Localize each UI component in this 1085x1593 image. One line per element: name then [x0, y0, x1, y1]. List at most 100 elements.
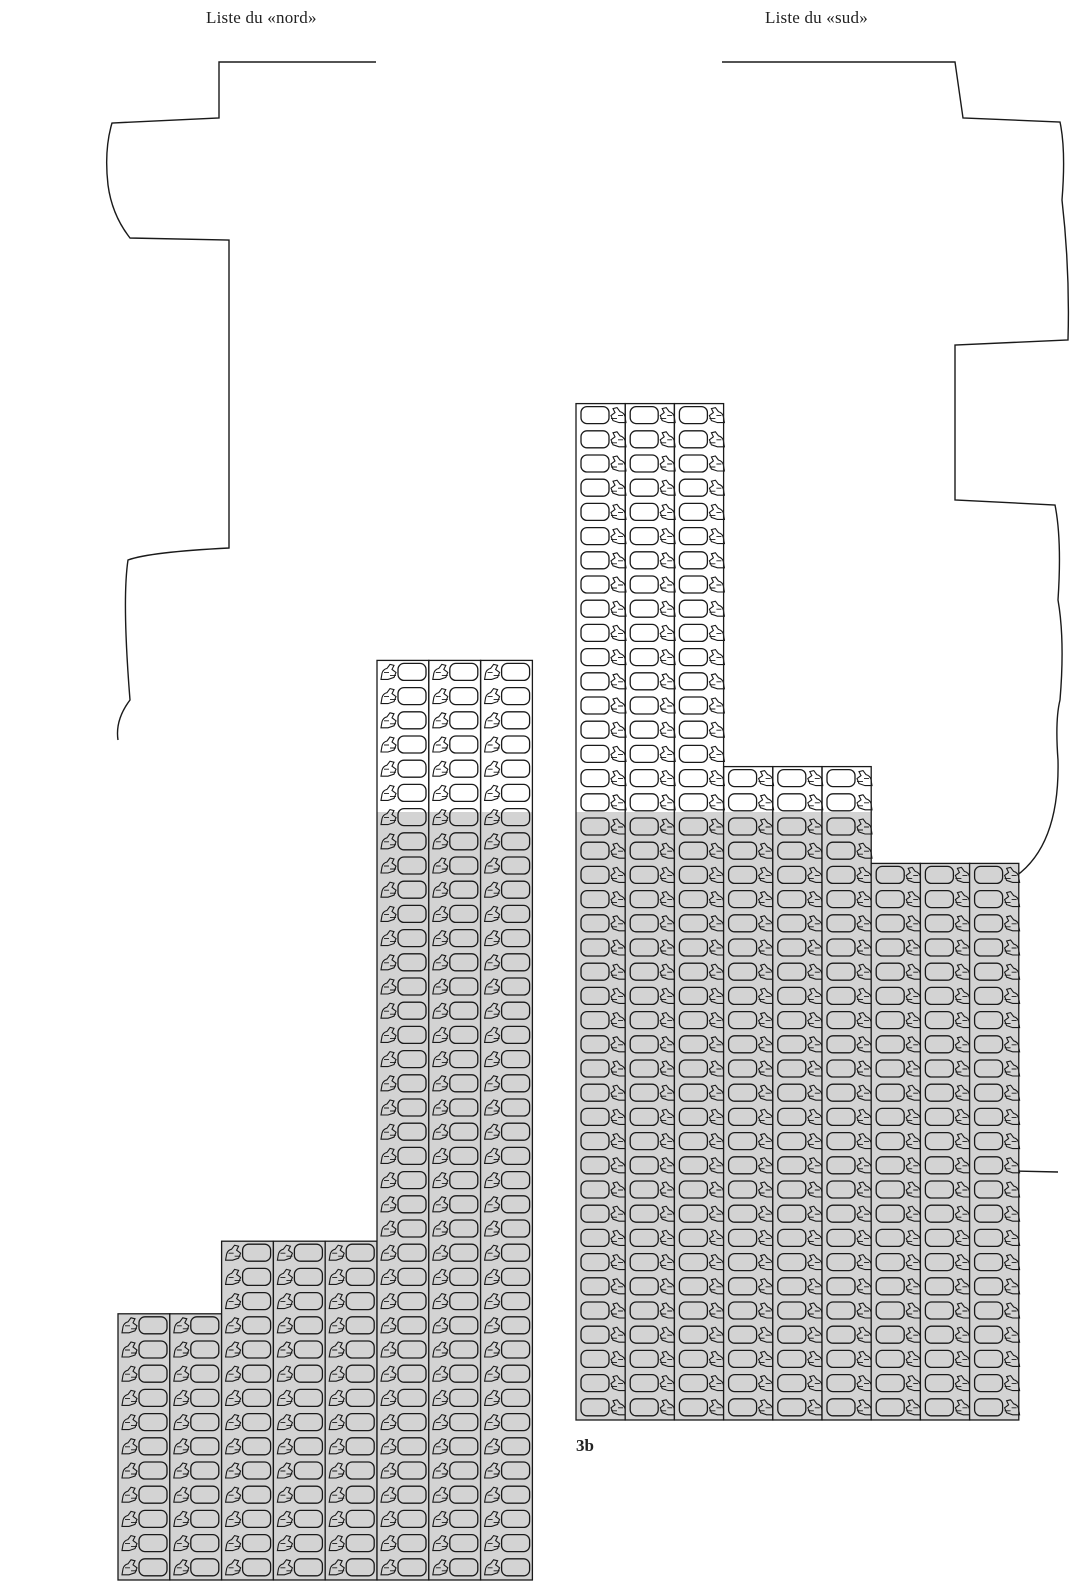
cartouche-icon [679, 431, 724, 448]
cartouche-icon [581, 745, 626, 762]
cartouche-icon [581, 794, 626, 811]
cartouche-icon [581, 624, 626, 641]
north-block-outline [107, 62, 376, 740]
cartouche-icon [485, 784, 530, 801]
south-column [970, 863, 1020, 1420]
cartouche-icon [679, 794, 724, 811]
cartouche-icon [630, 673, 675, 690]
cartouche-icon [679, 721, 724, 738]
cartouche-icon [433, 688, 478, 705]
north-column [377, 660, 429, 1580]
cartouche-icon [729, 794, 774, 811]
cartouche-icon [630, 745, 675, 762]
cartouche-icon [630, 455, 675, 472]
cartouche-icon [679, 649, 724, 666]
north-column [222, 1241, 274, 1580]
shaded-zone [920, 863, 969, 1420]
south-column [576, 404, 626, 1420]
shaded-zone [871, 863, 920, 1420]
cartouche-icon [581, 552, 626, 569]
cartouche-icon [581, 649, 626, 666]
shaded-zone [222, 1241, 274, 1580]
cartouche-icon [581, 600, 626, 617]
cartouche-icon [381, 712, 426, 729]
cartouche-icon [679, 455, 724, 472]
cartouche-icon [485, 688, 530, 705]
cartouche-icon [630, 552, 675, 569]
cartouche-icon [778, 794, 823, 811]
cartouche-icon [581, 673, 626, 690]
cartouche-icon [581, 455, 626, 472]
cartouche-icon [679, 745, 724, 762]
cartouche-icon [581, 407, 626, 424]
cartouche-icon [630, 794, 675, 811]
cartouche-icon [433, 784, 478, 801]
cartouche-icon [827, 794, 872, 811]
cartouche-icon [630, 770, 675, 787]
cartouche-icon [485, 712, 530, 729]
cartouche-icon [630, 576, 675, 593]
cartouche-icon [679, 503, 724, 520]
cartouche-icon [581, 528, 626, 545]
cartouche-icon [433, 663, 478, 680]
cartouche-icon [381, 760, 426, 777]
north-column [429, 660, 481, 1580]
south-column [674, 404, 724, 1420]
north-column [481, 660, 533, 1580]
cartouche-icon [630, 479, 675, 496]
cartouche-icon [433, 712, 478, 729]
cartouche-icon [485, 760, 530, 777]
cartouche-icon [630, 624, 675, 641]
cartouche-icon [381, 736, 426, 753]
cartouche-icon [679, 673, 724, 690]
north-column [170, 1314, 222, 1580]
shaded-zone [273, 1241, 325, 1580]
cartouche-icon [679, 624, 724, 641]
figure-label: 3b [576, 1436, 594, 1456]
cartouche-icon [630, 407, 675, 424]
cartouche-icon [485, 663, 530, 680]
cartouche-icon [679, 770, 724, 787]
cartouche-icon [581, 697, 626, 714]
north-column [273, 1241, 325, 1580]
cartouche-icon [679, 407, 724, 424]
cartouche-icon [433, 760, 478, 777]
cartouche-icon [679, 552, 724, 569]
south-column [773, 767, 823, 1420]
south-column [871, 863, 921, 1420]
south-column [625, 404, 675, 1420]
cartouche-icon [630, 649, 675, 666]
south-column [920, 863, 970, 1420]
cartouche-icon [381, 784, 426, 801]
cartouche-icon [581, 503, 626, 520]
cartouche-icon [630, 600, 675, 617]
south-column [724, 767, 774, 1420]
cartouche-icon [381, 663, 426, 680]
shaded-zone [970, 863, 1019, 1420]
cartouche-icon [778, 770, 823, 787]
cartouche-icon [581, 479, 626, 496]
south-column [822, 767, 872, 1420]
cartouche-icon [381, 688, 426, 705]
cartouche-icon [630, 721, 675, 738]
cartouche-icon [485, 736, 530, 753]
cartouche-icon [679, 528, 724, 545]
cartouche-icon [581, 576, 626, 593]
south-list [576, 404, 1020, 1420]
cartouche-icon [679, 576, 724, 593]
cartouche-icon [630, 503, 675, 520]
cartouche-icon [581, 770, 626, 787]
north-list [118, 660, 532, 1580]
cartouche-icon [581, 431, 626, 448]
shaded-zone [325, 1241, 377, 1580]
cartouche-icon [679, 600, 724, 617]
cartouche-icon [630, 431, 675, 448]
cartouche-icon [729, 770, 774, 787]
cartouche-icon [433, 736, 478, 753]
cartouche-icon [679, 479, 724, 496]
cartouche-icon [630, 697, 675, 714]
cartouche-icon [581, 721, 626, 738]
north-column [118, 1314, 170, 1580]
north-column [325, 1241, 377, 1580]
